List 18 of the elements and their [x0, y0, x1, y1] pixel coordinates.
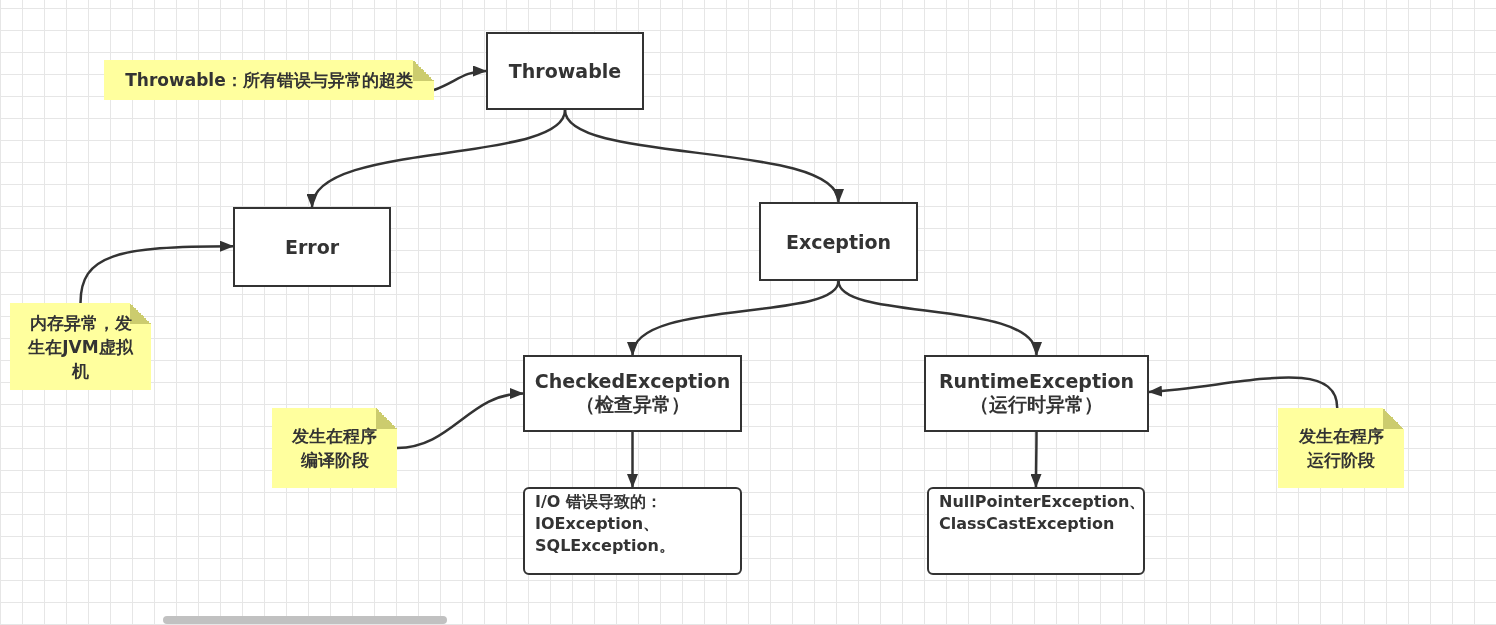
sticky-note: 发生在程序编译阶段 — [272, 408, 397, 488]
arrow — [1030, 432, 1042, 488]
arrow — [1148, 376, 1339, 409]
class-box: Throwable — [486, 32, 644, 110]
class-box: RuntimeException （运行时异常） — [924, 355, 1149, 432]
example-box: I/O 错误导致的：IOException、SQLException。 — [523, 487, 742, 575]
class-box: CheckedException （检查异常） — [523, 355, 742, 432]
sticky-note: 内存异常，发生在JVM虚拟机 — [10, 303, 151, 390]
arrow — [79, 240, 234, 304]
sticky-note: Throwable：所有错误与异常的超类 — [104, 60, 434, 100]
arrow — [396, 389, 524, 450]
arrow — [310, 109, 567, 208]
arrow — [627, 432, 638, 488]
class-box: Error — [233, 207, 391, 287]
arrow — [433, 66, 487, 92]
sticky-note: 发生在程序运行阶段 — [1278, 408, 1404, 488]
example-box: NullPointerException、ClassCastException — [927, 487, 1145, 575]
class-box: Exception — [759, 202, 918, 281]
